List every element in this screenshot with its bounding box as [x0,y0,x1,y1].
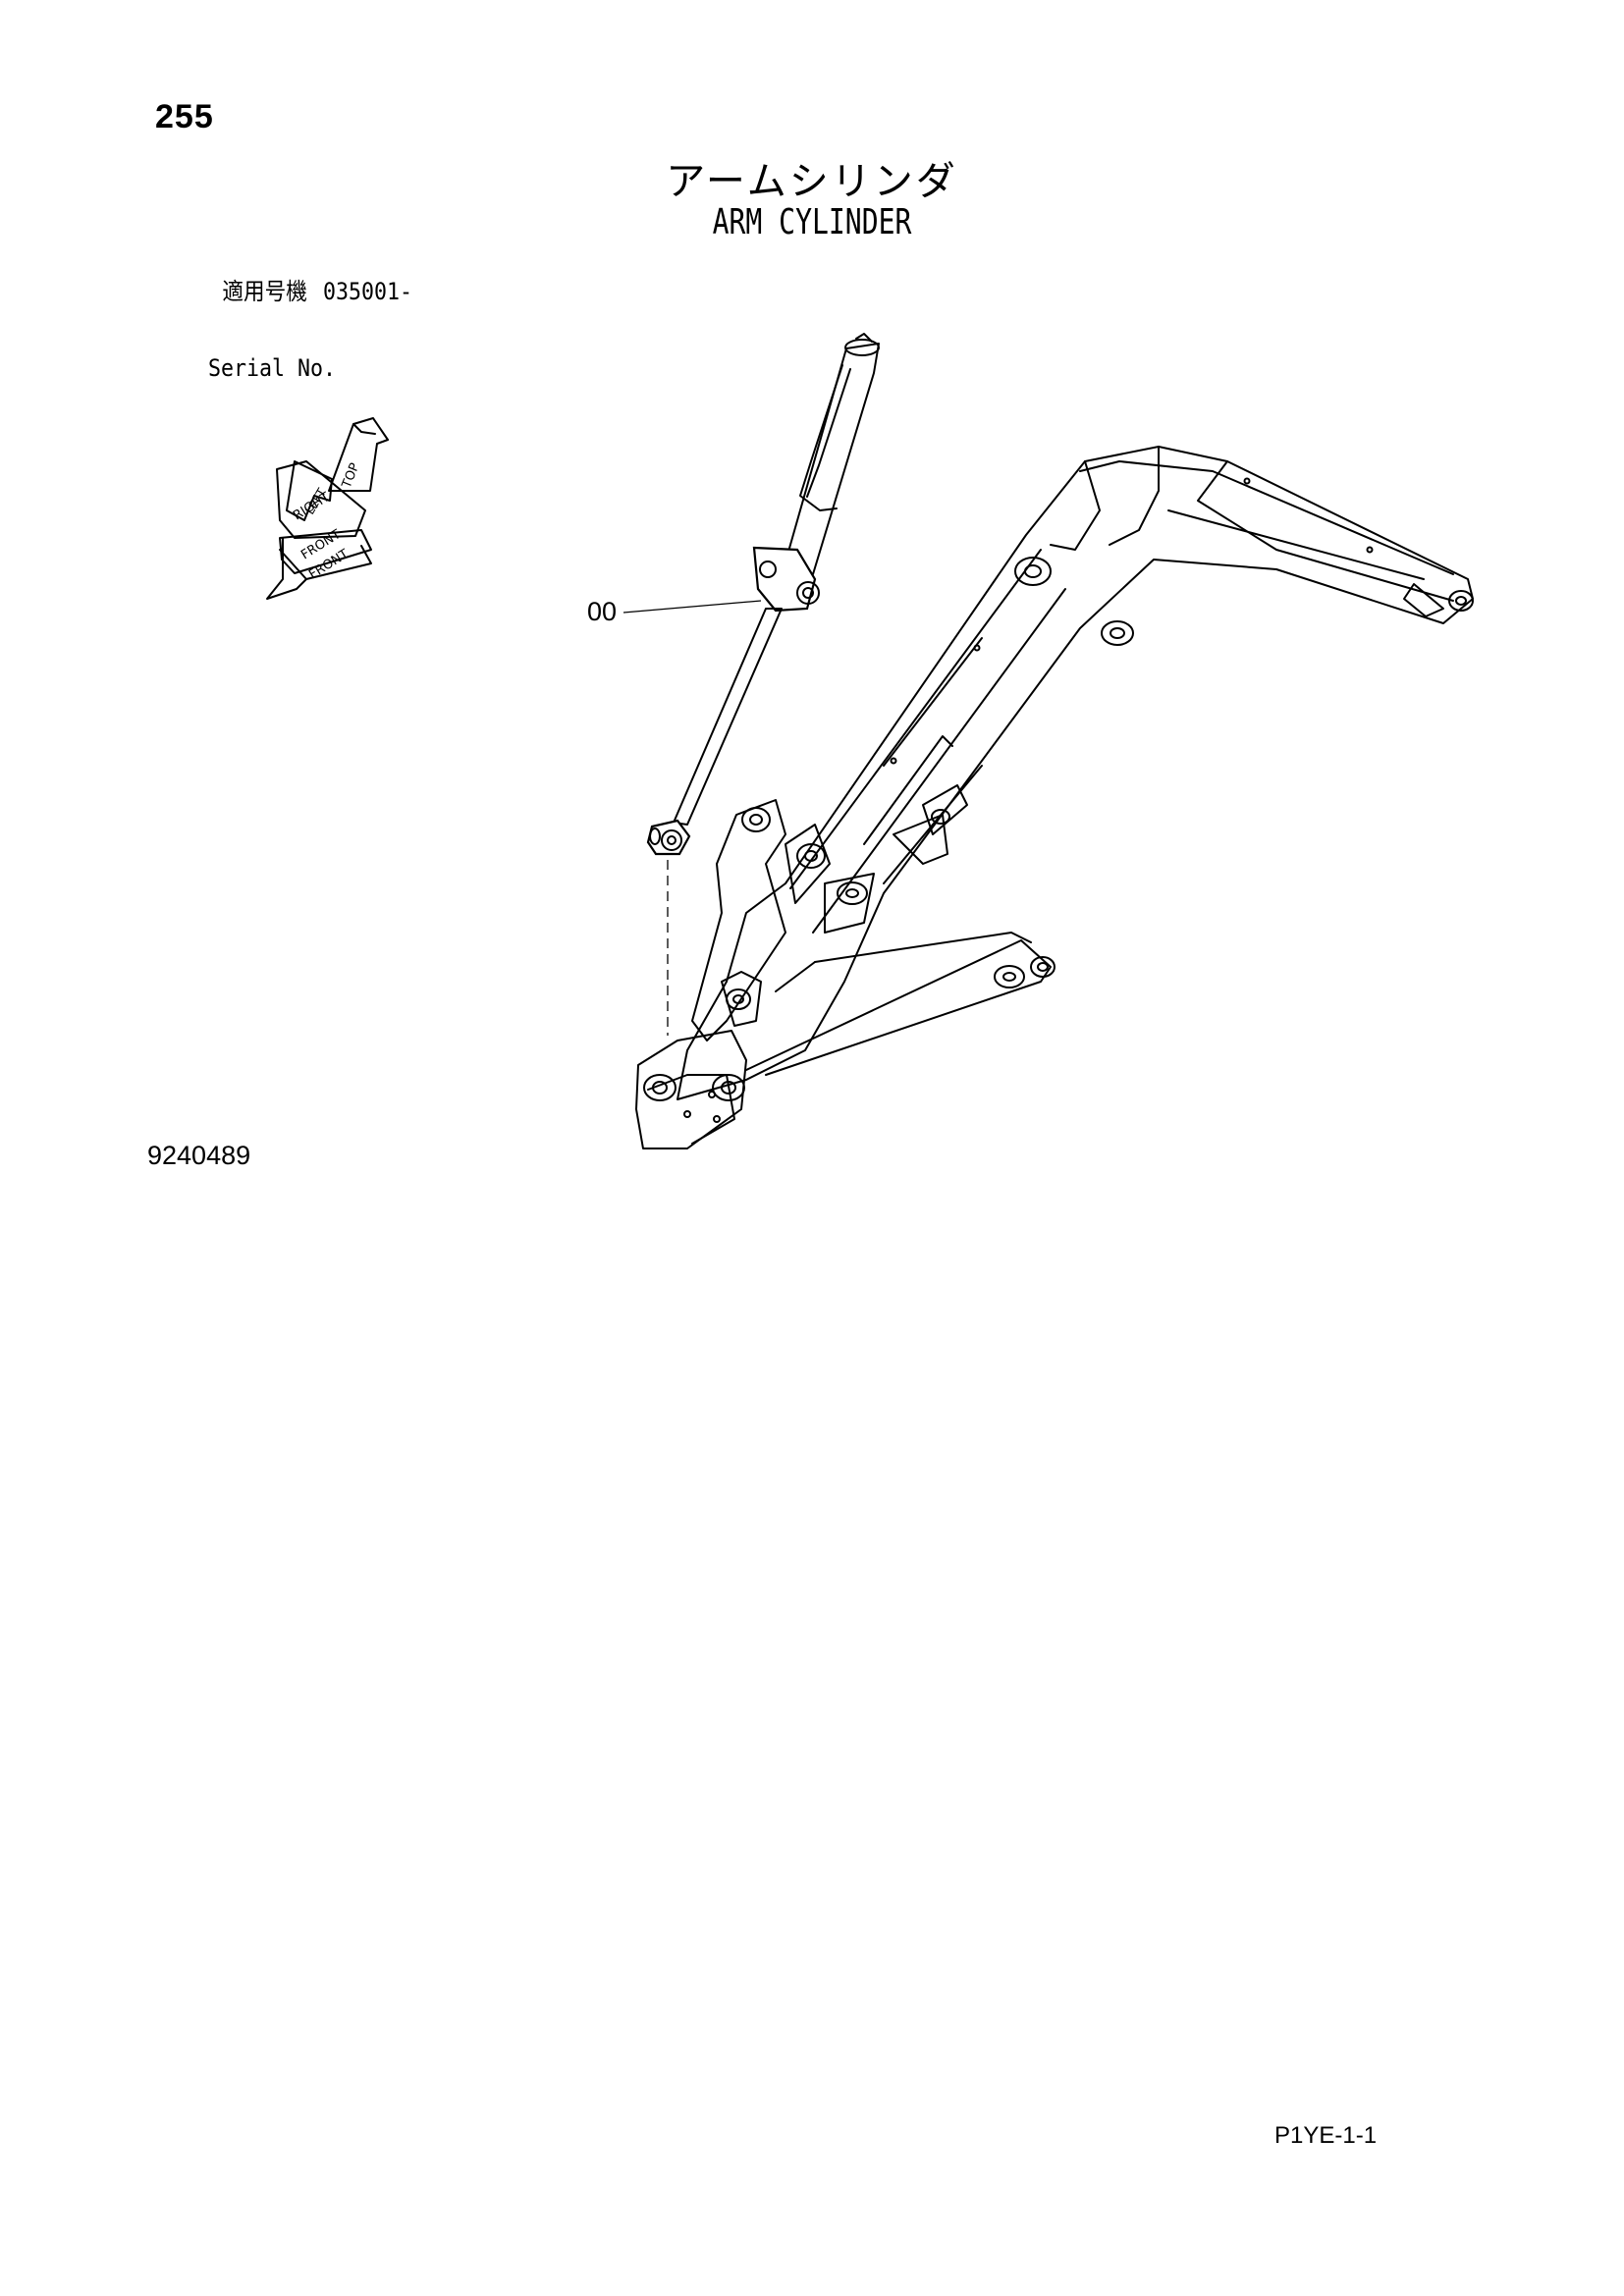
page-number: 255 [155,98,214,135]
serial-number-block: 適用号機 035001- Serial No. [157,253,412,406]
illustration-id: 9240489 [147,1141,251,1170]
boom-drawing [635,446,1474,1149]
page-title-english: ARM CYLINDER [712,202,912,242]
page-title-japanese: アームシリンダ [666,159,958,204]
callout-label: 00 [587,597,617,626]
callout-00: 00 [587,597,762,626]
serial-label-english: Serial No. [208,354,337,382]
arm-cylinder-drawing [646,333,880,856]
page-code: P1YE-1-1 [1274,2122,1378,2149]
orientation-label-top: TOP [339,461,362,492]
orientation-indicator-icon: TOP LEFT RIGHT FRONT FRONT [266,417,389,600]
serial-range: 035001- [323,278,413,305]
serial-label-japanese: 適用号機 [222,278,307,305]
